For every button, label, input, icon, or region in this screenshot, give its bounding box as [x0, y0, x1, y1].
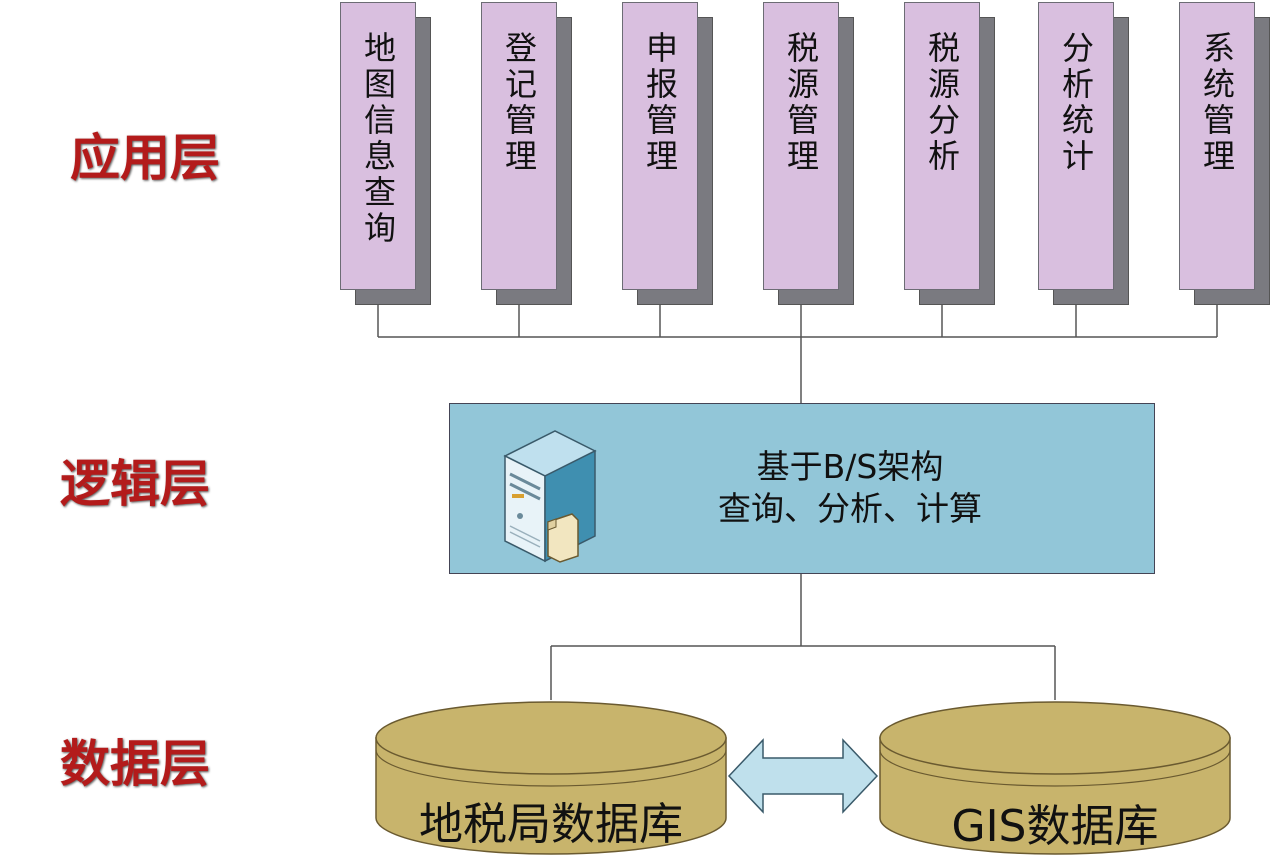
layer-label-data: 数据层 — [60, 735, 210, 793]
database-gis[interactable]: GIS数据库 — [877, 700, 1233, 856]
logic-layer-box[interactable]: 基于B/S架构 查询、分析、计算 — [449, 403, 1155, 574]
module-tax-source-management[interactable]: 税源管理 — [763, 2, 854, 305]
logic-line-2: 查询、分析、计算 — [718, 489, 982, 528]
database-cylinder — [879, 701, 1231, 855]
module-label: 登记管理 — [500, 31, 538, 175]
module-statistics[interactable]: 分析统计 — [1038, 2, 1129, 305]
database-tax-bureau[interactable]: 地税局数据库 — [373, 700, 729, 856]
module-label: 分析统计 — [1057, 31, 1095, 175]
module-map-query[interactable]: 地图信息查询 — [340, 2, 431, 305]
module-label: 系统管理 — [1198, 31, 1236, 175]
server-icon — [503, 430, 597, 563]
logic-layer-text: 基于B/S架构 查询、分析、计算 — [620, 446, 1080, 530]
module-system-management[interactable]: 系统管理 — [1179, 2, 1270, 305]
module-tax-source-analysis[interactable]: 税源分析 — [904, 2, 995, 305]
module-label: 税源分析 — [923, 31, 961, 175]
layer-label-application: 应用层 — [70, 129, 220, 187]
module-registration[interactable]: 登记管理 — [481, 2, 572, 305]
double-arrow-icon — [727, 738, 879, 814]
module-label: 税源管理 — [782, 31, 820, 175]
database-label: GIS数据库 — [951, 801, 1159, 852]
module-declaration[interactable]: 申报管理 — [622, 2, 713, 305]
module-label: 申报管理 — [641, 31, 679, 175]
database-cylinder — [375, 701, 727, 855]
module-label: 地图信息查询 — [359, 31, 397, 247]
logic-line-1: 基于B/S架构 — [756, 447, 944, 486]
layer-label-logic: 逻辑层 — [60, 455, 210, 513]
database-label: 地税局数据库 — [419, 799, 683, 850]
